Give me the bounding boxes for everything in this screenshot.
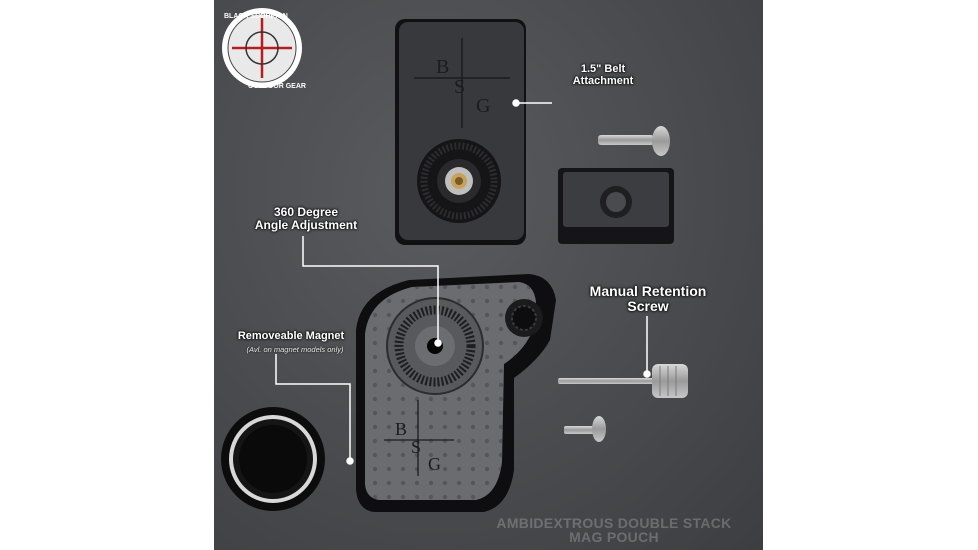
svg-text:S: S	[411, 437, 421, 457]
svg-text:B: B	[395, 419, 407, 439]
watermark-line-2: MAG POUCH	[569, 529, 659, 545]
product-scene: B S G	[221, 19, 688, 512]
mag-pouch-body: B S G	[356, 274, 556, 512]
product-photo: B S G	[214, 0, 763, 550]
small-screw	[564, 416, 606, 442]
leader-lines	[275, 99, 651, 465]
brand-logo: BLACK SCORPION OUTDOOR GEAR	[222, 8, 306, 90]
watermark-line-1: AMBIDEXTROUS DOUBLE STACK	[496, 515, 732, 531]
watermark: AMBIDEXTROUS DOUBLE STACK MAG POUCH	[464, 516, 763, 544]
label-removeable-magnet: Removeable Magnet	[237, 330, 345, 342]
belt-attachment-plate: B S G	[395, 19, 526, 245]
retention-screw	[558, 364, 688, 398]
logo-brand-text: BLACK SCORPION	[224, 13, 288, 20]
label-magnet-note: (Avl. on magnet models only)	[246, 345, 344, 354]
magnet	[221, 407, 325, 511]
svg-text:G: G	[428, 454, 441, 474]
label-retention-screw: Manual Retention Screw	[589, 283, 707, 314]
engraving-g: G	[476, 95, 490, 117]
belt-screw	[598, 126, 670, 156]
logo-sub-text: OUTDOOR GEAR	[248, 83, 306, 90]
clip-block	[558, 168, 674, 244]
label-angle-adjustment: 360 Degree Angle Adjustment	[254, 205, 358, 232]
engraving-b: B	[436, 56, 449, 78]
engraving-s: S	[454, 76, 465, 98]
label-belt-attachment: 1.5" Belt Attachment	[572, 63, 634, 87]
